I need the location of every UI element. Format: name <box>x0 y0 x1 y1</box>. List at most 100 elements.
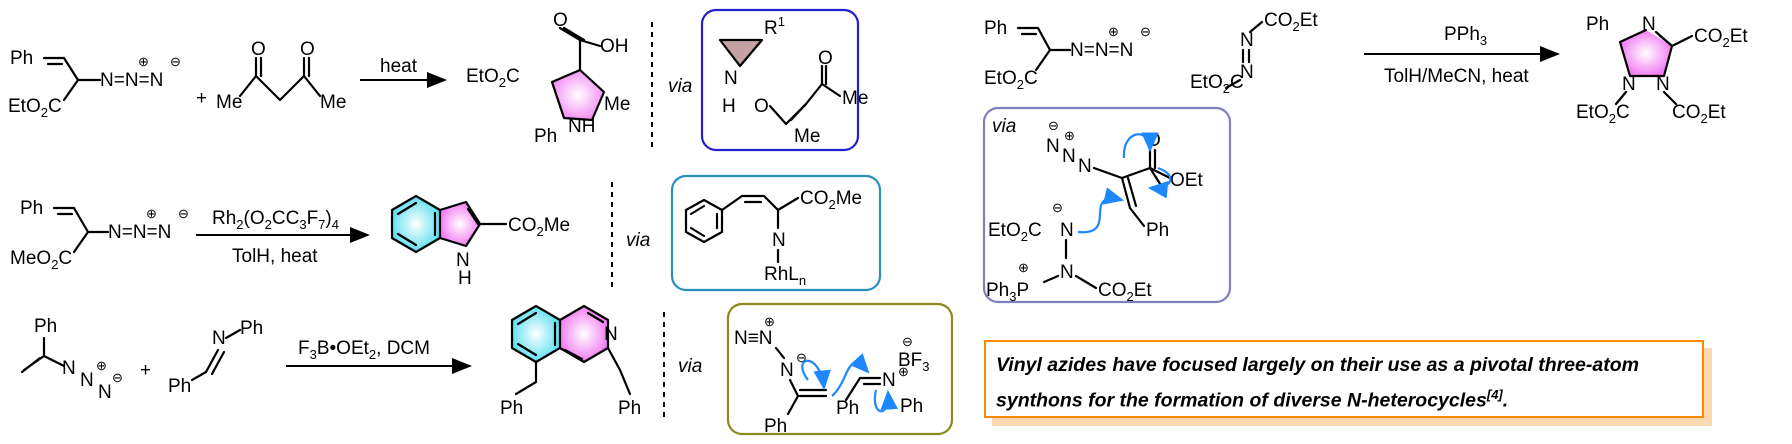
svg-text:N: N <box>1642 14 1656 35</box>
cond-rh: Rh2(O2CC3F7)4 <box>212 208 339 232</box>
meo2c-label: MeO2C <box>10 248 72 272</box>
svg-text:⊖: ⊖ <box>178 206 189 221</box>
right-vinyl-azide: Ph EtO2C N=N=N ⊕ ⊖ <box>984 18 1151 92</box>
svg-text:H: H <box>722 96 736 117</box>
svg-text:⊖: ⊖ <box>796 350 807 365</box>
cond-pph3: PPh3 <box>1444 24 1487 48</box>
azide-group-2: N=N=N <box>108 222 171 243</box>
svg-text:⊖: ⊖ <box>112 370 123 385</box>
cond-bf3: F3B•OEt2, DCM <box>298 338 430 362</box>
svg-text:O: O <box>754 96 769 117</box>
conditions-heat: heat <box>380 56 418 77</box>
triazoline-product: N Ph CO2Et N N EtO2C CO2Et <box>1576 14 1748 126</box>
svg-text:Ph: Ph <box>900 396 923 417</box>
svg-text:+: + <box>140 360 151 381</box>
rhln-label: RhLn <box>764 264 806 288</box>
svg-text:O: O <box>553 10 568 31</box>
eto2c-r: EtO2C <box>984 68 1038 92</box>
co2et-bottom: EtO2C <box>1190 72 1244 96</box>
indole-nh: N <box>456 250 470 271</box>
svg-text:N: N <box>1046 136 1060 157</box>
svg-text:Ph: Ph <box>618 398 641 419</box>
rh-nitrene-intermediate: CO2Me N RhLn <box>684 188 862 288</box>
svg-text:OH: OH <box>600 36 629 57</box>
pyrrole-product: O OH EtO2C Me Ph NH <box>466 10 630 147</box>
svg-text:⊖: ⊖ <box>1048 118 1059 133</box>
co2et-tri3: CO2Et <box>1672 102 1726 126</box>
svg-text:Ph: Ph <box>534 126 557 147</box>
intermediate-box-2 <box>670 174 882 292</box>
bf3-intermediate: N≡N ⊕ N ⊖ Ph Ph N ⊕ Ph ⊖ BF3 <box>734 314 930 437</box>
phosphazide-intermediate: ⊖ N ⊕ N N O OEt Ph ⊖ EtO2C N N CO2Et ⊕ P… <box>986 118 1203 304</box>
svg-text:OEt: OEt <box>1170 170 1203 191</box>
row2-vinyl-azide: Ph MeO2C N=N=N ⊕ ⊖ <box>10 198 189 272</box>
svg-text:Me: Me <box>320 92 346 113</box>
co2me-label: CO2Me <box>508 215 570 239</box>
imine: N Ph Ph <box>168 318 263 397</box>
minus-charge: ⊖ <box>170 54 181 69</box>
svg-text:⊖: ⊖ <box>1052 200 1063 215</box>
cond-tolh-mecn: TolH/MeCN, heat <box>1384 66 1529 87</box>
svg-text:O: O <box>818 48 833 69</box>
svg-text:N: N <box>772 230 786 251</box>
bf3-label: BF3 <box>898 350 930 374</box>
svg-text:Ph: Ph <box>34 316 57 337</box>
r1-label: R1 <box>764 14 785 39</box>
co2et-pz: CO2Et <box>1098 280 1152 304</box>
svg-text:N: N <box>882 370 896 391</box>
svg-text:O: O <box>300 39 315 60</box>
azide-group: N=N=N <box>100 70 163 91</box>
co2et-top: CO2Et <box>1264 10 1318 34</box>
svg-text:N: N <box>604 324 618 345</box>
row1-vinyl-azide: Ph EtO2C N=N=N ⊕ ⊖ <box>8 48 181 120</box>
summary-text: Vinyl azides have focused largely on the… <box>996 354 1639 412</box>
quinoline-product: N Ph Ph <box>500 304 641 419</box>
ph-label: Ph <box>10 48 33 69</box>
svg-text:H: H <box>458 268 472 289</box>
svg-text:Me: Me <box>604 94 630 115</box>
svg-text:NH: NH <box>568 116 595 137</box>
svg-text:Me: Me <box>794 126 820 147</box>
eto2c-sub: EtO2C <box>466 66 520 90</box>
svg-text:Ph: Ph <box>168 376 191 397</box>
azide-r: N=N=N <box>1070 40 1133 61</box>
svg-text:Ph: Ph <box>1146 220 1169 241</box>
svg-text:N: N <box>1622 74 1636 95</box>
intermediate-box-4 <box>982 106 1232 304</box>
plus-sign: + <box>196 88 207 109</box>
svg-text:N: N <box>724 68 738 89</box>
svg-text:N: N <box>1060 262 1074 283</box>
svg-text:⊕: ⊕ <box>1064 128 1075 143</box>
svg-text:Ph: Ph <box>240 318 263 339</box>
svg-text:N: N <box>98 382 112 403</box>
svg-text:N: N <box>80 370 94 391</box>
row3-vinyl-azide: Ph N N N ⊕ ⊖ <box>20 316 123 403</box>
acetylacetone: O O Me Me <box>216 39 346 113</box>
co2me-int: CO2Me <box>800 188 862 212</box>
svg-text:⊕: ⊕ <box>898 364 909 379</box>
azide-tilted: N <box>62 358 76 379</box>
svg-text:Me: Me <box>842 88 868 109</box>
summary-box: Vinyl azides have focused largely on the… <box>984 340 1704 418</box>
ph3p-label: Ph3P <box>986 280 1029 304</box>
svg-text:N: N <box>212 328 226 349</box>
svg-text:N: N <box>1078 156 1092 177</box>
svg-text:⊕: ⊕ <box>96 358 107 373</box>
svg-text:N: N <box>1240 62 1254 83</box>
svg-text:Ph: Ph <box>500 398 523 419</box>
svg-text:Me: Me <box>216 92 242 113</box>
svg-text:⊕: ⊕ <box>1018 260 1029 275</box>
azirine-intermediate: R1 N H O O Me Me <box>718 14 868 147</box>
svg-text:Ph: Ph <box>836 398 859 419</box>
svg-text:Ph: Ph <box>1586 14 1609 35</box>
svg-text:O: O <box>251 39 266 60</box>
svg-text:⊕: ⊕ <box>146 206 157 221</box>
svg-text:Ph: Ph <box>764 416 787 437</box>
svg-text:via: via <box>668 76 692 97</box>
svg-text:⊕: ⊕ <box>1108 24 1119 39</box>
co2et-tri2: EtO2C <box>1576 102 1630 126</box>
intermediate-box-1 <box>700 8 860 152</box>
svg-text:⊕: ⊕ <box>764 314 775 329</box>
svg-text:Ph: Ph <box>984 18 1007 39</box>
svg-text:N: N <box>1240 30 1254 51</box>
